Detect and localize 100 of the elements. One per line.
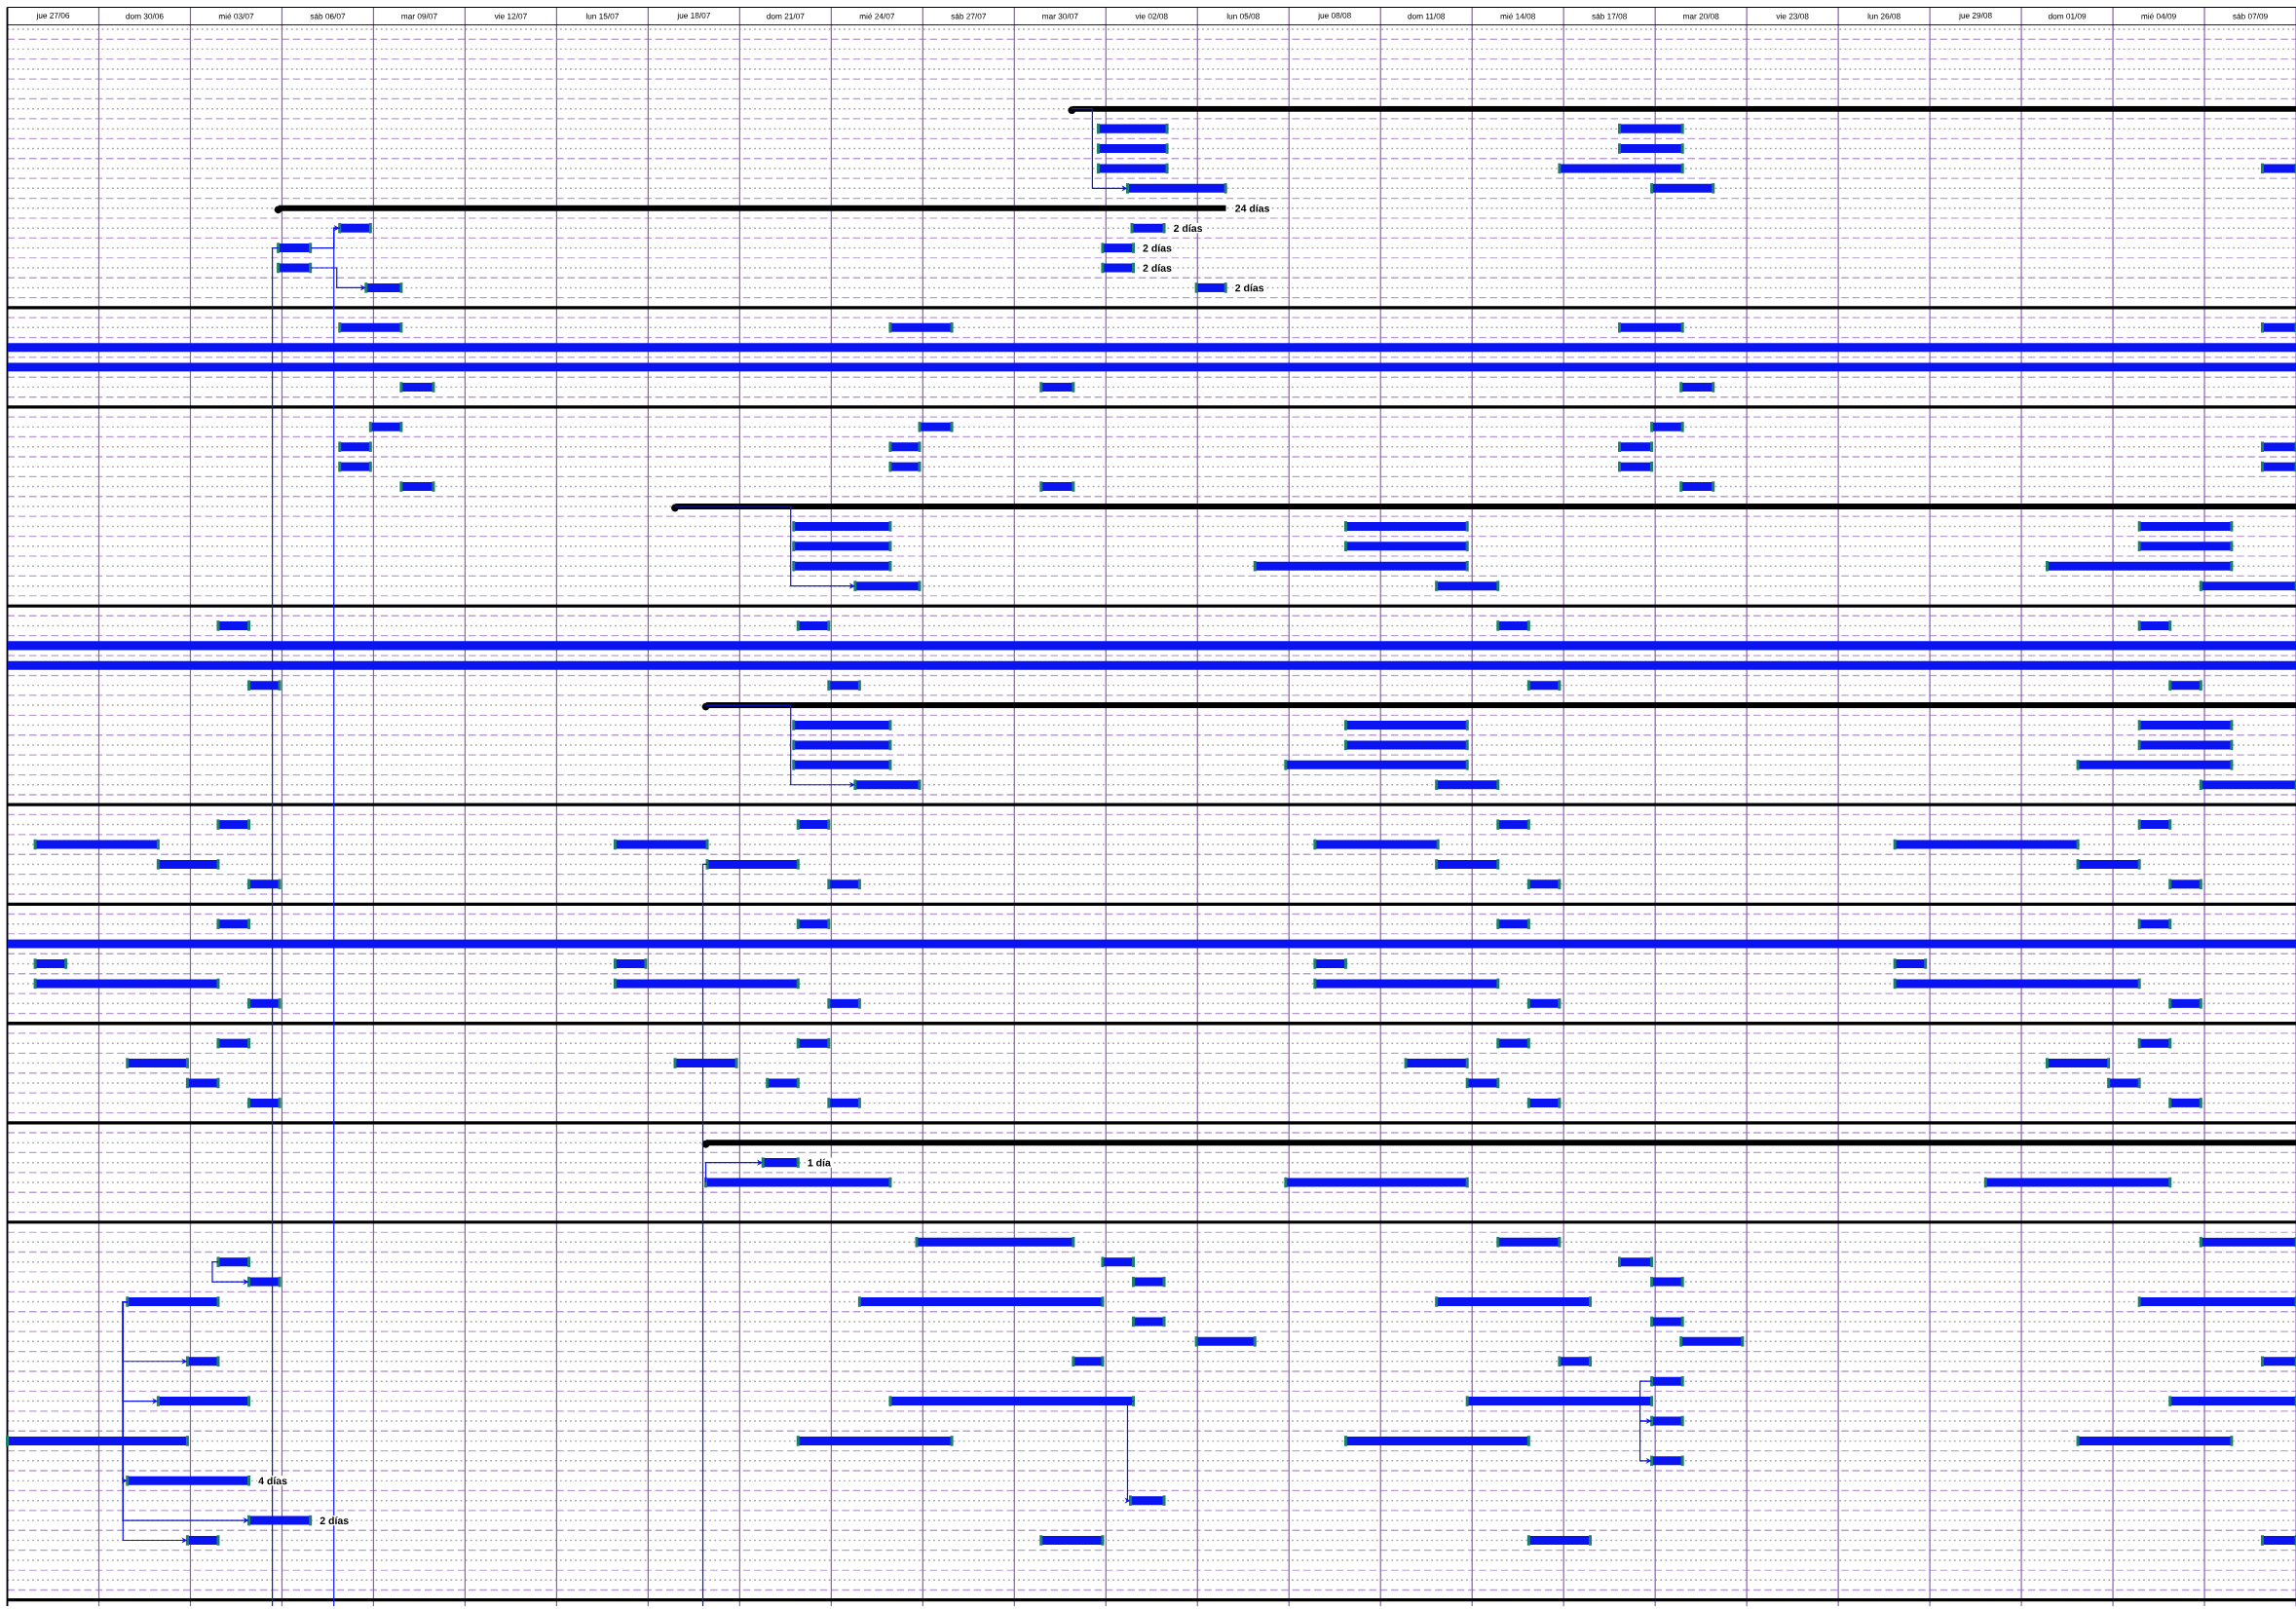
task-bar xyxy=(247,998,282,1009)
task-bar xyxy=(827,998,861,1009)
summary-bar xyxy=(701,1140,2296,1148)
duration-label: 2 días xyxy=(1141,243,1174,253)
task-bar xyxy=(1650,1316,1684,1328)
task-bar xyxy=(2260,1356,2296,1367)
task-bar xyxy=(1101,243,1135,253)
task-bar xyxy=(827,879,861,890)
task-bar xyxy=(915,1237,1075,1248)
task-bar xyxy=(1679,1336,1745,1347)
task-bar xyxy=(1496,620,1530,631)
task-bar xyxy=(766,1077,800,1089)
task-bar xyxy=(792,541,892,552)
task-bar xyxy=(796,620,831,631)
task-bar xyxy=(613,978,800,990)
task-bar xyxy=(888,322,954,333)
task-bar xyxy=(1125,183,1227,194)
task-bar xyxy=(185,1535,220,1546)
task-bar xyxy=(2137,720,2234,730)
task-bar xyxy=(1618,1256,1654,1267)
task-bar xyxy=(2107,1077,2141,1089)
date-header: mar 30/07 xyxy=(1042,13,1078,19)
task-bar xyxy=(1679,382,1715,393)
task-bar xyxy=(1284,1177,1469,1188)
task-bar xyxy=(1343,521,1469,532)
task-bar xyxy=(2260,1535,2296,1546)
date-header: mié 03/07 xyxy=(218,13,254,19)
task-bar xyxy=(888,441,922,452)
task-bar xyxy=(1194,1336,1257,1347)
task-bar xyxy=(705,859,800,870)
duration-label: 2 días xyxy=(319,1515,351,1526)
date-header: mar 09/07 xyxy=(401,13,437,19)
task-bar xyxy=(1650,183,1715,194)
task-bar xyxy=(126,1296,220,1307)
task-bar xyxy=(216,620,251,631)
task-bar xyxy=(1526,1535,1592,1546)
date-header: mar 20/08 xyxy=(1683,13,1719,19)
date-header: mié 14/08 xyxy=(1500,13,1535,19)
task-bar xyxy=(7,939,2296,949)
task-bar xyxy=(613,958,648,969)
task-bar xyxy=(1496,918,1530,929)
task-bar xyxy=(1132,1276,1166,1288)
duration-label: 1 día xyxy=(806,1157,833,1168)
task-bar xyxy=(2260,461,2296,472)
task-bar xyxy=(2260,163,2296,174)
task-bar xyxy=(399,382,435,393)
task-bar xyxy=(33,839,160,850)
task-bar xyxy=(2137,1037,2172,1049)
date-header: sáb 17/08 xyxy=(1592,13,1627,19)
task-bar xyxy=(2260,322,2296,333)
summary-bar xyxy=(274,205,1226,214)
task-bar xyxy=(1313,978,1500,990)
task-bar xyxy=(1313,839,1440,850)
task-bar xyxy=(1496,819,1530,830)
task-bar xyxy=(2168,1098,2202,1108)
task-bar xyxy=(796,918,831,929)
task-bar xyxy=(1893,958,1928,969)
task-bar xyxy=(1650,1276,1684,1288)
task-bar xyxy=(792,739,892,751)
task-bar xyxy=(2168,879,2202,890)
task-bar xyxy=(1096,123,1169,134)
task-bar xyxy=(1650,1375,1684,1387)
task-bar xyxy=(2199,779,2296,791)
task-bar xyxy=(2076,1436,2234,1446)
task-bar xyxy=(1101,1256,1135,1267)
task-bar xyxy=(1983,1177,2172,1188)
task-bar xyxy=(1194,282,1227,293)
task-bar xyxy=(2168,1396,2296,1406)
task-bar xyxy=(338,441,372,452)
task-bar xyxy=(216,819,251,830)
task-bar xyxy=(1618,143,1684,154)
duration-label: 24 días xyxy=(1233,203,1271,213)
task-bar xyxy=(796,1436,954,1446)
task-bar xyxy=(6,1436,189,1446)
task-bar xyxy=(1128,1495,1166,1506)
task-bar xyxy=(7,362,2296,372)
task-bar xyxy=(1039,1535,1105,1546)
task-bar xyxy=(1132,1316,1166,1328)
date-header: vie 12/07 xyxy=(494,13,527,19)
task-bar xyxy=(185,1077,220,1089)
task-bar xyxy=(1096,143,1169,154)
task-bar xyxy=(1650,422,1684,432)
task-bar xyxy=(2137,620,2172,631)
date-header: vie 02/08 xyxy=(1135,13,1168,19)
summary-bar xyxy=(671,504,2296,512)
task-bar xyxy=(1526,998,1562,1009)
duration-label: 2 días xyxy=(1233,282,1265,293)
task-bar xyxy=(1558,1356,1592,1367)
task-bar xyxy=(368,422,403,432)
task-bar xyxy=(1526,1098,1562,1108)
task-bar xyxy=(156,859,220,870)
task-bar xyxy=(888,461,922,472)
task-bar xyxy=(888,1396,1135,1406)
dependency-arrow xyxy=(1639,1420,1653,1464)
task-bar xyxy=(1343,1436,1530,1446)
duration-label: 4 días xyxy=(256,1476,289,1486)
task-bar xyxy=(673,1058,738,1068)
task-bar xyxy=(1496,1037,1530,1049)
task-bar xyxy=(2137,819,2172,830)
task-bar xyxy=(216,1256,251,1267)
